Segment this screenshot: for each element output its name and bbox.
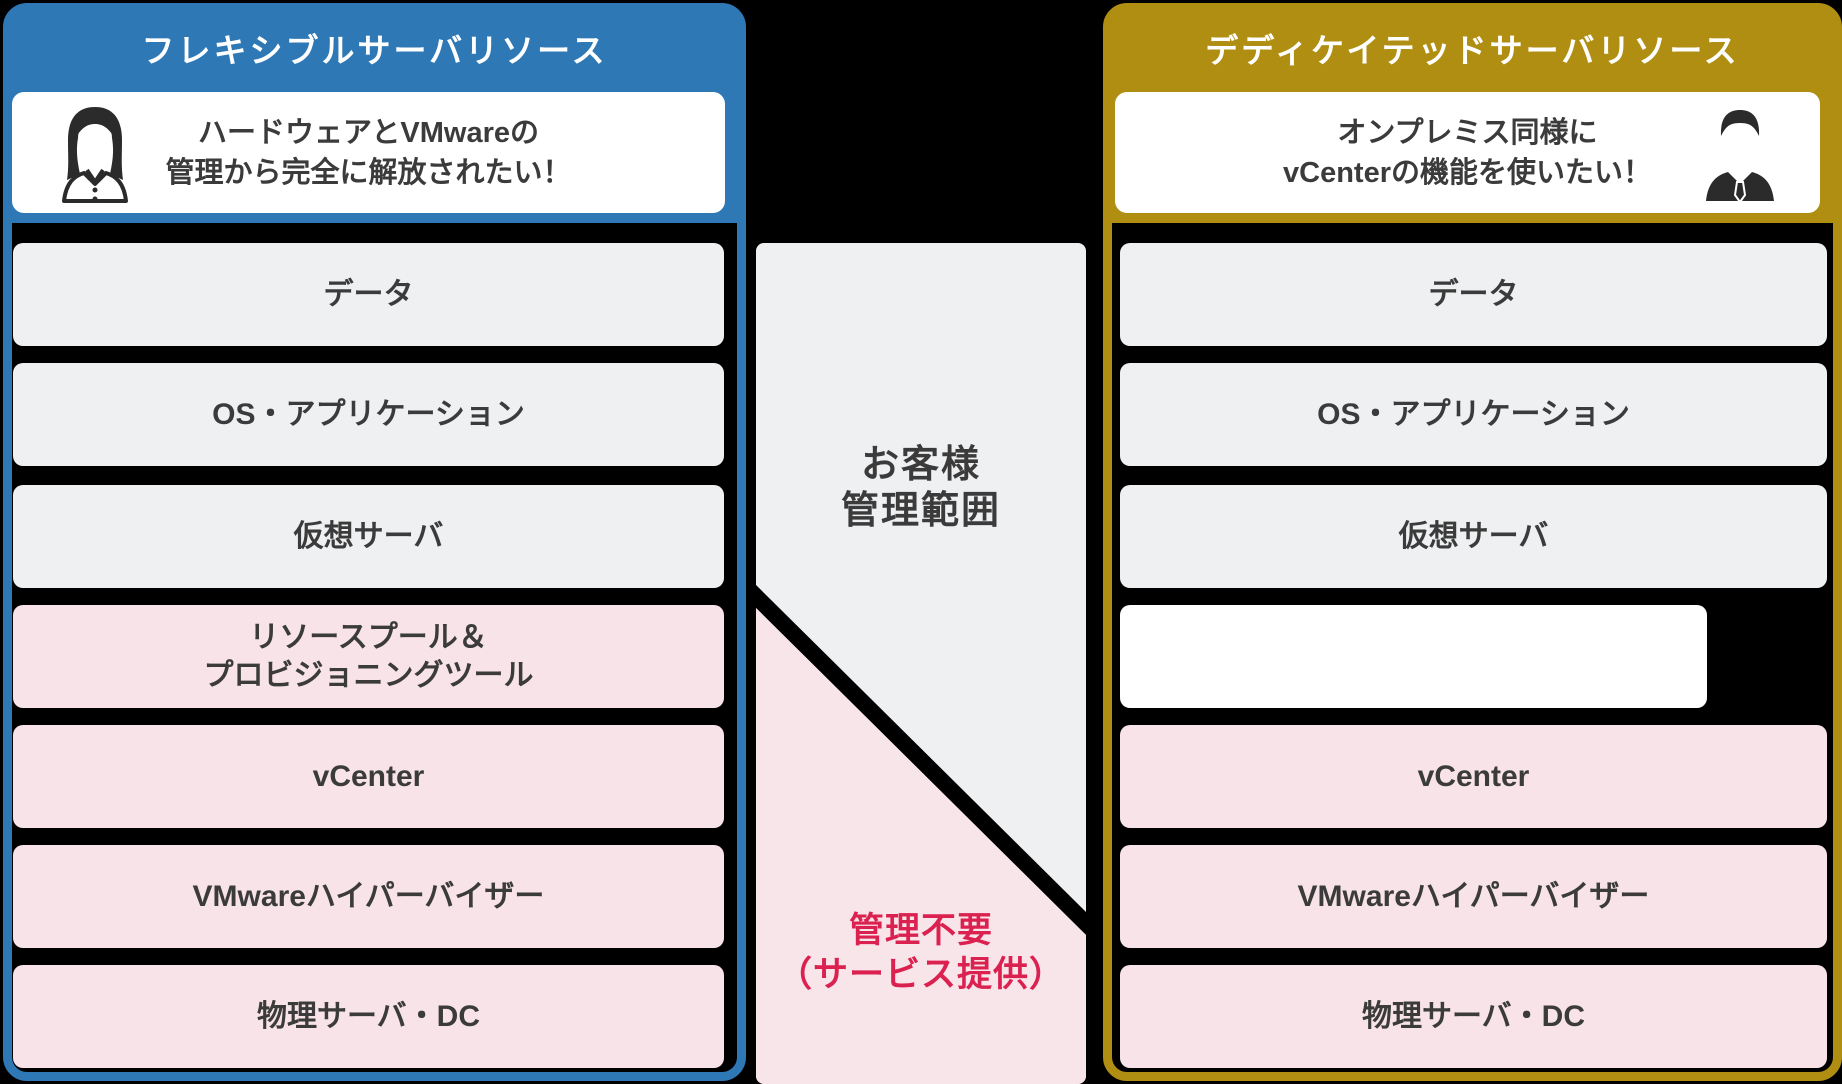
layer-row-resource-pool-left: リソースプール＆ プロビジョニングツール <box>13 605 724 708</box>
layer-row-data-left: データ <box>13 243 724 346</box>
dedicated-panel-title: デディケイテッドサーバリソース <box>1205 32 1740 69</box>
layer-row-hypervisor-right: VMwareハイパーバイザー <box>1120 845 1827 948</box>
customer-scope-label: お客様 管理範囲 <box>756 442 1086 534</box>
row-label: VMwareハイパーバイザー <box>192 879 545 913</box>
dedicated-persona-card: オンプレミス同様に vCenterの機能を使いたい！ <box>1115 92 1820 213</box>
row-label: 仮想サーバ <box>1398 519 1549 553</box>
layer-row-data-right: データ <box>1120 243 1827 346</box>
layer-row-virtual-server-right: 仮想サーバ <box>1120 485 1827 588</box>
flexible-server-panel: フレキシブルサーバリソース ハードウェアとVMwareの 管理から完全に解放され… <box>3 3 746 1081</box>
row-label: 仮想サーバ <box>293 519 444 553</box>
flexible-persona-quote: ハードウェアとVMwareの 管理から完全に解放されたい！ <box>165 113 571 193</box>
row-label: OS・アプリケーション <box>212 397 525 431</box>
no-management-label: 管理不要 （サービス提供） <box>756 909 1086 997</box>
row-label: vCenter <box>312 759 425 793</box>
layer-row-physical-dc-left: 物理サーバ・DC <box>13 965 724 1068</box>
dedicated-persona-quote-line1: オンプレミス同様に <box>1337 116 1598 149</box>
layer-row-vcenter-left: vCenter <box>13 725 724 828</box>
flexible-panel-header: フレキシブルサーバリソース ハードウェアとVMwareの 管理から完全に解放され… <box>12 12 737 223</box>
man-icon <box>1698 104 1782 204</box>
row-label: 物理サーバ・DC <box>256 999 481 1033</box>
dedicated-panel-header: デディケイテッドサーバリソース オンプレミス同様に vCenterの機能を使いた… <box>1112 12 1833 223</box>
dedicated-persona-quote: オンプレミス同様に vCenterの機能を使いたい！ <box>1283 113 1652 193</box>
flexible-persona-quote-line2: 管理から完全に解放されたい！ <box>165 156 572 189</box>
row-label: 物理サーバ・DC <box>1361 999 1586 1033</box>
row-label: VMwareハイパーバイザー <box>1297 879 1650 913</box>
flexible-persona-card: ハードウェアとVMwareの 管理から完全に解放されたい！ <box>12 92 725 213</box>
layer-row-physical-dc-right: 物理サーバ・DC <box>1120 965 1827 1068</box>
layer-row-blank-right <box>1120 605 1707 708</box>
customer-scope-line1: お客様 <box>860 444 981 486</box>
no-management-line1: 管理不要 <box>848 911 993 950</box>
layer-row-os-app-right: OS・アプリケーション <box>1120 363 1827 466</box>
flexible-panel-title: フレキシブルサーバリソース <box>141 32 608 69</box>
row-label: OS・アプリケーション <box>1317 397 1630 431</box>
layer-row-vcenter-right: vCenter <box>1120 725 1827 828</box>
layer-row-os-app-left: OS・アプリケーション <box>13 363 724 466</box>
layer-row-hypervisor-left: VMwareハイパーバイザー <box>13 845 724 948</box>
row-label-line2: プロビジョニングツール <box>203 658 534 692</box>
management-scope-column: お客様 管理範囲 管理不要 （サービス提供） <box>756 243 1086 1084</box>
no-management-line2: （サービス提供） <box>776 955 1065 994</box>
dedicated-server-panel: デディケイテッドサーバリソース オンプレミス同様に vCenterの機能を使いた… <box>1103 3 1842 1081</box>
row-label: データ <box>323 277 414 311</box>
dedicated-persona-quote-line2: vCenterの機能を使いたい！ <box>1283 156 1652 189</box>
flexible-persona-quote-line1: ハードウェアとVMwareの <box>197 116 539 149</box>
woman-icon <box>54 104 136 204</box>
layer-row-virtual-server-left: 仮想サーバ <box>13 485 724 588</box>
customer-scope-line2: 管理範囲 <box>840 490 1001 532</box>
row-label: リソースプール＆ <box>249 620 488 654</box>
row-label: vCenter <box>1417 759 1530 793</box>
row-label: データ <box>1428 277 1519 311</box>
